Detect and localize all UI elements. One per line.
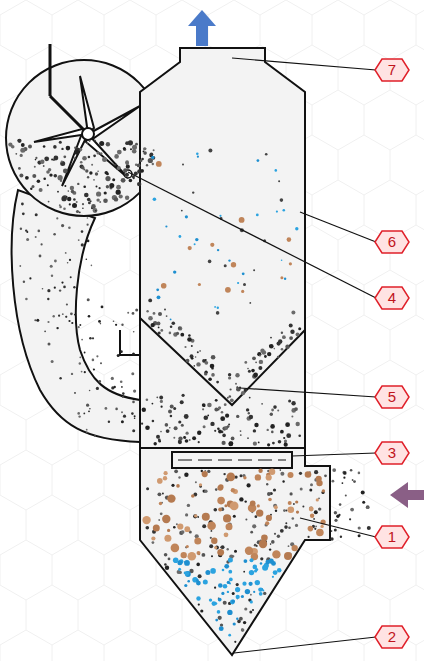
callout-badge — [375, 287, 409, 309]
callout-number: 6 — [375, 231, 409, 253]
callout-number: 2 — [375, 626, 409, 648]
callout-badge — [375, 626, 409, 648]
callout-number: 7 — [375, 59, 409, 81]
callout-badge — [375, 59, 409, 81]
callout-badge — [375, 526, 409, 548]
callout-number: 4 — [375, 287, 409, 309]
callout-badge — [375, 442, 409, 464]
callout-badge — [375, 231, 409, 253]
callout-number: 1 — [375, 526, 409, 548]
callout-number: 5 — [375, 386, 409, 408]
callout-badge — [375, 386, 409, 408]
callout-number: 3 — [375, 442, 409, 464]
